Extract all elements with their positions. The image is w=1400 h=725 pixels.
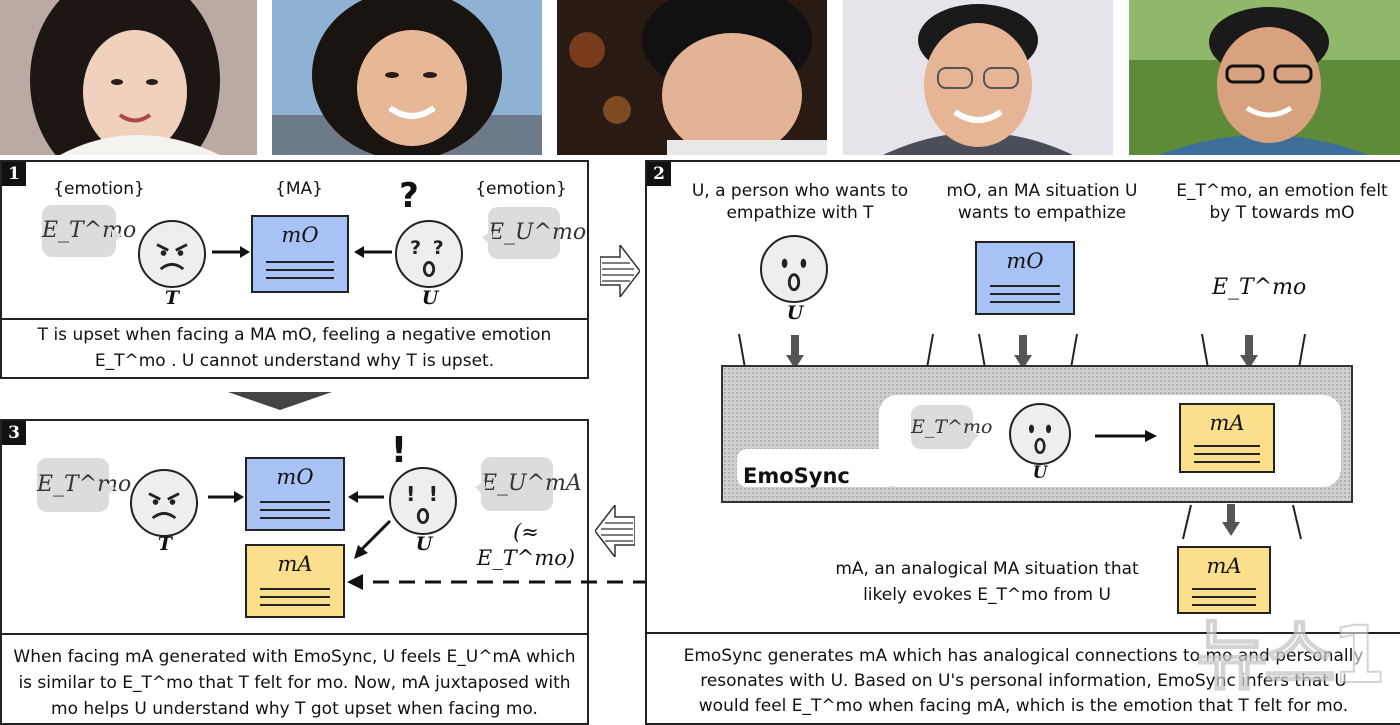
input-funnel-lines: [738, 333, 1306, 369]
news-watermark: 뉴스1: [1195, 610, 1387, 702]
arrow-down-icon: [1222, 504, 1240, 536]
arrow-right-icon: [212, 246, 250, 258]
emotion-label-right: {emotion}: [475, 179, 567, 199]
face-label-T: T: [157, 533, 173, 555]
surprised-face-icon: !!: [389, 467, 457, 535]
arrow-diagonal-icon: [354, 519, 392, 559]
upset-face-icon: [138, 220, 206, 288]
panel-number: 3: [2, 421, 26, 445]
doc-title: mO: [281, 223, 319, 247]
panel-2: 2 U, a person who wants to empathize wit…: [645, 160, 1400, 725]
approx-label: (≈ E_T^mo): [476, 520, 576, 570]
panel-number: 1: [2, 162, 26, 186]
emotion-bubble-T: E_T^mo: [42, 205, 136, 257]
emotion-bubble-T: E_T^mo: [37, 458, 131, 512]
arrow-left-icon: [348, 491, 384, 503]
doc-title: mA: [277, 552, 313, 576]
svg-text:?: ?: [433, 238, 444, 259]
emosync-label: EmoSync: [743, 464, 850, 488]
brace-label-E: E_T^mo, an emotion felt by T towards mO: [1176, 181, 1388, 223]
doc-title: mO: [1006, 249, 1044, 273]
ma-document-mo: mO: [975, 241, 1075, 315]
surprised-face-icon: [760, 235, 828, 303]
arrow-right-icon: [1095, 430, 1157, 442]
emosync-label-area: [737, 449, 897, 487]
arrow-down-icon: [1014, 335, 1032, 369]
panel-1-caption-line-1: T is upset when facing a MA mO, feeling …: [37, 325, 552, 345]
face-label-U: U: [415, 533, 433, 555]
panel-1: 1 {emotion} {MA} {emotion} E_T^mo T mO ?…: [0, 160, 589, 379]
surprised-face-icon: [1009, 403, 1071, 465]
ma-label: {MA}: [275, 179, 323, 199]
ma-document-mo: mO: [251, 215, 349, 293]
doc-title: mA: [1206, 554, 1242, 578]
panel-1-divider: [2, 318, 587, 320]
arrow-down-icon: [786, 335, 804, 369]
face-label-U: U: [1032, 463, 1048, 483]
emotion-bubble-U: E_U^mA: [475, 457, 582, 511]
arrow-right-icon: [208, 491, 244, 503]
arrow-down-icon: [228, 392, 332, 410]
panel-3: 3 E_T^mo T mO mA ! !! U E_U^mA (≈ E_T^mo…: [0, 419, 589, 725]
striped-arrow-left-icon: [595, 505, 635, 557]
person-photo-2: [272, 0, 542, 155]
person-photo-1: [0, 0, 257, 155]
striped-arrow-right-icon: [600, 245, 640, 297]
emotion-E-label: E_T^mo: [1212, 275, 1307, 300]
brace-label-U: U, a person who wants to empathize with …: [691, 181, 909, 223]
svg-text:!: !: [429, 482, 438, 506]
output-brace-label: mA, an analogical MA situation that like…: [835, 559, 1139, 605]
dashed-arrow-left-icon: [347, 574, 779, 590]
emotion-bubble-U: E_U^mo: [482, 207, 586, 259]
ma-document-ma: mA: [245, 544, 345, 618]
panel-number: 2: [647, 162, 671, 186]
face-label-U: U: [786, 302, 804, 324]
svg-text:!: !: [406, 482, 415, 506]
emosync-module: EmoSync E_T^mo U mA: [721, 365, 1353, 503]
panel-3-caption-line-2: is similar to E_T^mo that T felt for mo.…: [18, 673, 571, 693]
ma-document-mo: mO: [245, 457, 345, 531]
doc-title: mO: [276, 465, 314, 489]
output-funnel-lines: [1182, 504, 1302, 540]
panel-2-caption-line-1: EmoSync generates mA which has analogica…: [683, 646, 1364, 666]
ma-document-ma: mA: [1179, 403, 1275, 473]
doc-title: mA: [1209, 411, 1245, 435]
person-photo-5: [1129, 0, 1400, 155]
panel-3-caption-line-1: When facing mA generated with EmoSync, U…: [13, 647, 576, 667]
confused-face-icon: ??: [395, 220, 463, 288]
question-mark-icon: ?: [399, 176, 419, 216]
panel-2-divider: [647, 632, 1400, 634]
panel-1-caption-line-2: E_T^mo . U cannot understand why T is up…: [94, 351, 495, 371]
face-label-T: T: [164, 287, 180, 309]
panel-2-caption-line-3: would feel E_T^mo when facing mA, which …: [698, 696, 1349, 716]
arrow-down-icon: [1240, 335, 1258, 369]
exclamation-icon: !: [390, 430, 408, 471]
brace-label-mo: mO, an MA situation U wants to empathize: [946, 181, 1138, 223]
panel-2-caption-line-2: resonates with U. Based on U's personal …: [700, 671, 1347, 691]
emotion-label-left: {emotion}: [53, 179, 145, 199]
upset-face-icon: [130, 469, 198, 537]
panel-3-caption-line-3: mo helps U understand why T got upset wh…: [51, 699, 538, 719]
arrow-left-icon: [354, 246, 392, 258]
face-label-U: U: [421, 287, 439, 309]
emotion-bubble-T: E_T^mo: [911, 405, 992, 449]
ma-document-ma: mA: [1177, 546, 1271, 614]
panel-3-divider: [2, 633, 587, 635]
person-photo-4: [843, 0, 1113, 155]
svg-text:?: ?: [410, 238, 421, 259]
person-photo-3: [557, 0, 827, 155]
